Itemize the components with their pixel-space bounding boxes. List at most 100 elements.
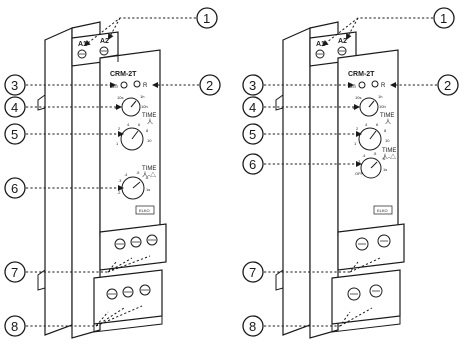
callout-8-label: 8 xyxy=(11,319,18,334)
callout-3 xyxy=(4,74,26,96)
star-delta-sub: 人-△ xyxy=(382,153,396,161)
callout-5-label: 5 xyxy=(249,127,256,142)
model-label: CRM-2T xyxy=(348,71,375,78)
svg-text:6: 6 xyxy=(138,122,141,127)
callout-1-label: 1 xyxy=(440,11,447,26)
range-knob-label: TIME xyxy=(380,113,394,119)
led-un-label: Un xyxy=(348,84,356,90)
terminal-block-upper xyxy=(99,223,167,271)
callout-8 xyxy=(4,315,26,337)
terminal-a1-label: A1 xyxy=(316,41,325,48)
callout-5 xyxy=(4,123,26,145)
callout-6 xyxy=(242,153,264,175)
svg-text:.5: .5 xyxy=(136,170,140,175)
led-un xyxy=(120,81,128,89)
callout-3-label: 3 xyxy=(11,78,18,93)
callout-4-label: 4 xyxy=(249,100,256,115)
callout-7-label: 7 xyxy=(249,265,256,280)
svg-text:1: 1 xyxy=(354,141,357,146)
svg-text:4: 4 xyxy=(127,122,130,127)
callout-6 xyxy=(4,177,26,199)
svg-text:10s: 10s xyxy=(117,95,123,100)
svg-text:10s: 10s xyxy=(355,95,361,100)
svg-text:10: 10 xyxy=(147,138,152,143)
svg-text:.6: .6 xyxy=(145,175,149,180)
led-un-label: Un xyxy=(110,84,118,90)
brand-box xyxy=(135,205,155,215)
callout-5 xyxy=(242,123,264,145)
callout-1 xyxy=(196,7,218,29)
svg-text:10h: 10h xyxy=(141,104,148,109)
svg-text:2: 2 xyxy=(118,126,121,131)
callout-2 xyxy=(199,74,221,96)
terminal-block-lower xyxy=(331,269,401,325)
svg-text:10: 10 xyxy=(385,138,390,143)
terminal-block-upper xyxy=(337,223,405,271)
terminal-a1-label: A1 xyxy=(78,41,87,48)
callouts-right: 1 2 3 4 5 6 7 8 xyxy=(242,7,459,337)
callout-6-label: 6 xyxy=(11,181,18,196)
callout-4 xyxy=(242,96,264,118)
svg-text:.6: .6 xyxy=(382,156,386,161)
terminal-a2-label: A2 xyxy=(338,38,347,45)
callout-2-label: 2 xyxy=(206,78,213,93)
led-relay-label: R xyxy=(381,83,386,89)
model-label: CRM-2T xyxy=(110,71,137,78)
star-delta-label: TIME xyxy=(142,166,156,172)
svg-text:8: 8 xyxy=(384,128,387,133)
svg-text:.5: .5 xyxy=(373,151,377,156)
svg-text:.4: .4 xyxy=(124,172,128,177)
callout-7-label: 7 xyxy=(11,265,18,280)
brand-label: ELKO xyxy=(377,208,388,213)
screw-a1 xyxy=(77,49,87,59)
time-knob: 2 4 68 10 1 xyxy=(354,122,390,151)
callout-1 xyxy=(433,7,455,29)
svg-text:1h: 1h xyxy=(140,94,144,99)
callout-6-label: 6 xyxy=(249,157,256,172)
din-clip-lower xyxy=(37,269,46,291)
range-knob-label: TIME xyxy=(142,113,156,119)
range-knob-sub: 人 xyxy=(385,119,391,126)
svg-text:2: 2 xyxy=(356,126,359,131)
din-clip-upper xyxy=(37,94,46,111)
callout-4-label: 4 xyxy=(11,100,18,115)
screw-a2 xyxy=(99,46,109,56)
svg-text:.3: .3 xyxy=(118,178,122,183)
led-relay-label: R xyxy=(143,83,148,89)
callout-2 xyxy=(437,74,459,96)
callout-2-label: 2 xyxy=(444,78,451,93)
star-delta-sub: 人-△ xyxy=(142,171,156,179)
svg-text:8: 8 xyxy=(146,128,149,133)
time-knob: 2 4 68 10 1 xyxy=(116,122,152,151)
svg-text:.3: .3 xyxy=(357,159,361,164)
callout-3 xyxy=(242,74,264,96)
body-side xyxy=(309,21,339,339)
svg-text:4: 4 xyxy=(365,122,368,127)
leader-lines xyxy=(26,17,437,327)
svg-text:.4: .4 xyxy=(362,153,366,158)
callout-4 xyxy=(4,96,26,118)
callout-8 xyxy=(242,315,264,337)
svg-text:6: 6 xyxy=(376,122,379,127)
terminal-a2-label: A2 xyxy=(100,38,109,45)
callouts-left: 1 2 3 4 5 6 7 8 xyxy=(4,7,221,337)
din-rail-back xyxy=(282,27,311,336)
callout-7 xyxy=(242,261,264,283)
svg-text:1h: 1h xyxy=(378,94,382,99)
callout-5-label: 5 xyxy=(11,127,18,142)
body-side xyxy=(71,21,101,339)
callout-8-label: 8 xyxy=(249,319,256,334)
star-delta-label: TIME xyxy=(382,148,396,154)
din-rail-back xyxy=(44,27,73,336)
svg-text:1: 1 xyxy=(116,141,119,146)
led-relay xyxy=(133,80,141,88)
callout-7 xyxy=(4,261,26,283)
range-knob-sub: 人 xyxy=(147,119,153,126)
svg-text:.2: .2 xyxy=(117,190,121,195)
brand-label: ELKO xyxy=(139,208,150,213)
